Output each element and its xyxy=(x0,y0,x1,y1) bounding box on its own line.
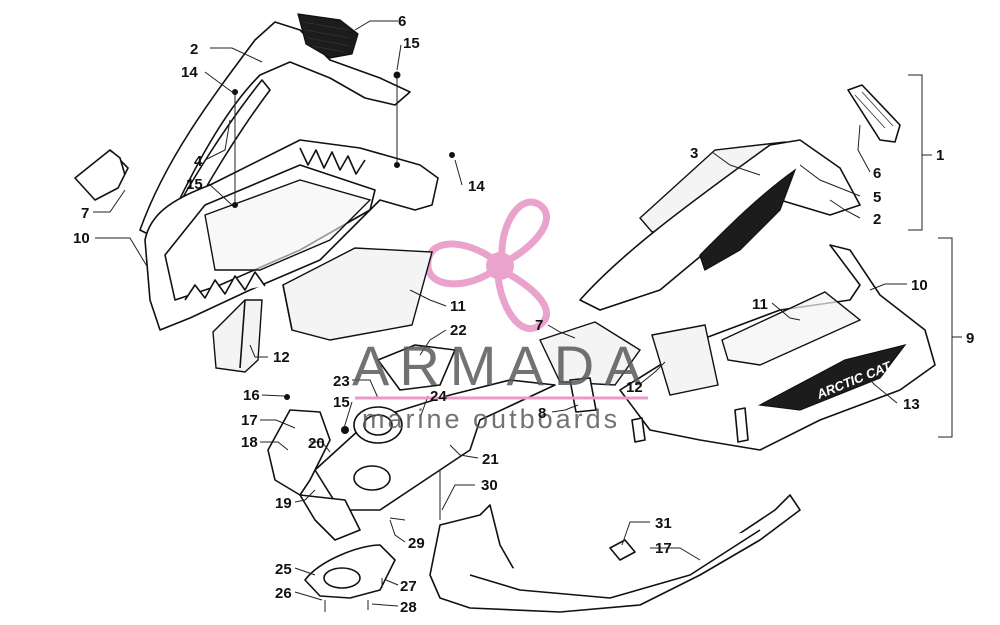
callout-26: 26 xyxy=(275,585,292,602)
callout-20: 20 xyxy=(308,435,325,452)
callout-16: 16 xyxy=(243,387,260,404)
callout-12-left: 12 xyxy=(273,349,290,366)
group-brackets xyxy=(908,74,962,438)
callout-24: 24 xyxy=(430,388,447,405)
watermark-tagline: marine outboards xyxy=(362,404,620,434)
callout-1: 1 xyxy=(936,147,944,164)
callout-7-mid: 7 xyxy=(535,317,543,334)
callout-28: 28 xyxy=(400,599,417,616)
callout-14-top: 14 xyxy=(181,64,198,81)
left-hood-assembly xyxy=(74,13,455,373)
callout-3: 3 xyxy=(690,145,698,162)
callout-19: 19 xyxy=(275,495,292,512)
callout-30: 30 xyxy=(481,477,498,494)
callout-14-right: 14 xyxy=(468,178,485,195)
belly-pan-assembly xyxy=(267,344,801,613)
callout-29: 29 xyxy=(408,535,425,552)
callout-15-mid: 15 xyxy=(186,176,203,193)
callout-17-right: 17 xyxy=(655,540,672,557)
callout-4: 4 xyxy=(194,153,203,170)
callout-9: 9 xyxy=(966,330,974,347)
callout-15-low: 15 xyxy=(333,394,350,411)
propeller-logo-icon xyxy=(424,198,550,332)
callout-21: 21 xyxy=(482,451,499,468)
callout-11-right: 11 xyxy=(752,296,768,313)
callout-17-left: 17 xyxy=(241,412,258,429)
callout-31: 31 xyxy=(655,515,672,532)
callout-12-mid: 12 xyxy=(626,379,643,396)
callout-5: 5 xyxy=(873,189,881,206)
callout-27: 27 xyxy=(400,578,417,595)
callout-25: 25 xyxy=(275,561,292,578)
watermark-brand: ARMADA xyxy=(352,334,652,397)
callout-23: 23 xyxy=(333,373,350,390)
callout-7-left: 7 xyxy=(81,205,89,222)
callout-22: 22 xyxy=(450,322,467,339)
callout-10-left: 10 xyxy=(73,230,90,247)
callout-18: 18 xyxy=(241,434,258,451)
callout-labels: 6 2 15 14 4 15 14 7 10 11 12 22 23 15 24… xyxy=(73,13,974,616)
callout-13: 13 xyxy=(903,396,920,413)
callout-8: 8 xyxy=(538,405,546,422)
leader-lines xyxy=(93,20,907,607)
callout-6-top: 6 xyxy=(398,13,406,30)
callout-2-right: 2 xyxy=(873,211,881,228)
callout-6-right: 6 xyxy=(873,165,881,182)
callout-15-top: 15 xyxy=(403,35,420,52)
right-hood-assembly: ARCTIC CAT xyxy=(539,84,936,451)
callout-11-left: 11 xyxy=(450,298,466,315)
callout-10-right: 10 xyxy=(911,277,928,294)
callout-2-top: 2 xyxy=(190,41,198,58)
